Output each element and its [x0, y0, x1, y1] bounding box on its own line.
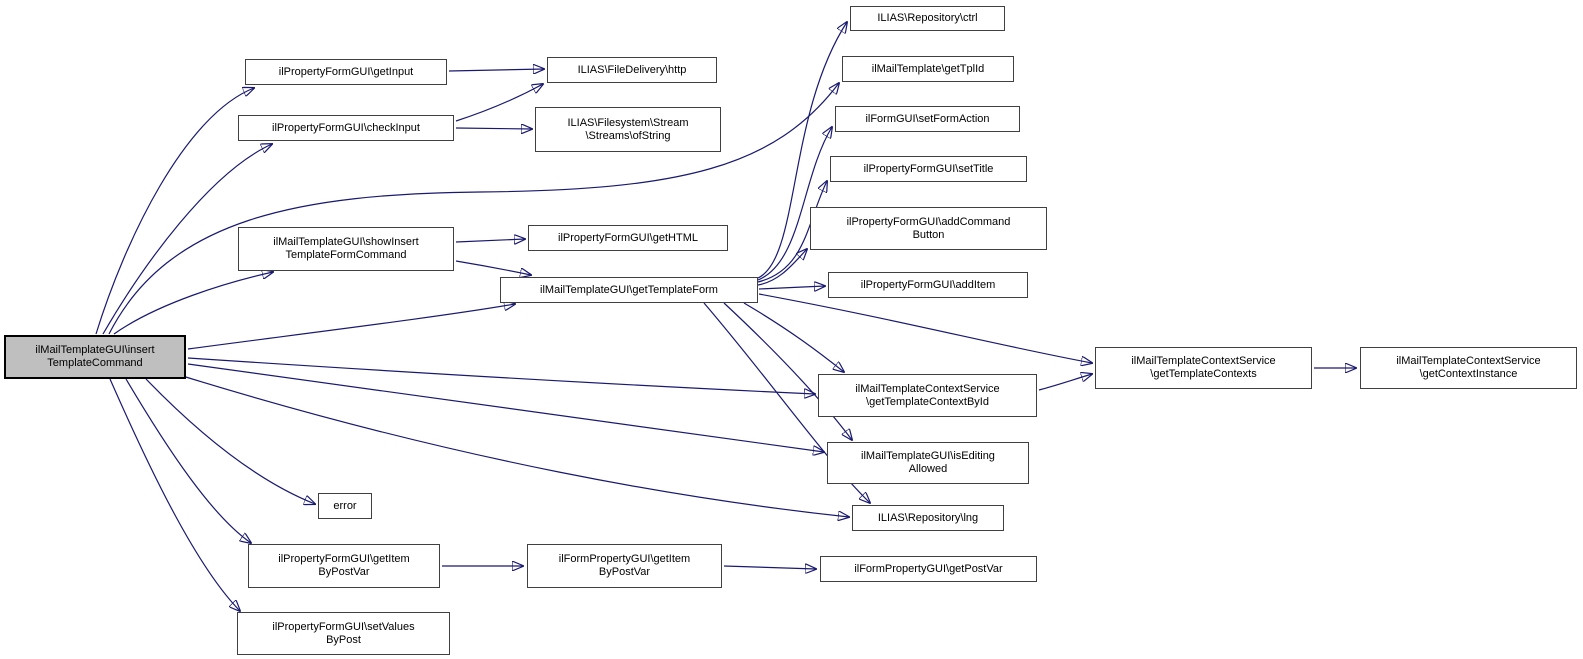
- node-set-title[interactable]: ilPropertyFormGUI\setTitle: [830, 156, 1027, 182]
- edge-getTemplateForm-setFormAction: [757, 127, 832, 281]
- node-streams-of-string[interactable]: ILIAS\Filesystem\Stream \Streams\ofStrin…: [535, 107, 721, 152]
- edge-checkInput-http: [455, 84, 543, 122]
- node-error[interactable]: error: [318, 493, 372, 519]
- node-get-input[interactable]: ilPropertyFormGUI\getInput: [245, 59, 447, 85]
- edge-insertTemplateCommand-getTplId: [108, 83, 839, 335]
- edge-getTemplateForm-getTemplateContexts: [758, 293, 1092, 363]
- edge-insertTemplateCommand-propGetItemByPostVar: [125, 378, 251, 543]
- edge-getTemplateForm-ctrl: [757, 22, 847, 279]
- node-get-template-context-by-id[interactable]: ilMailTemplateContextService \getTemplat…: [818, 374, 1037, 417]
- edge-insertTemplateCommand-getTemplateContextById: [187, 357, 815, 394]
- edge-getTemplateForm-getTemplateContextById: [743, 302, 844, 372]
- edge-getTemplateForm-isEditingAllowed: [723, 302, 852, 440]
- edge-insertTemplateCommand-showInsertTemplateFormCommand: [113, 272, 273, 335]
- node-get-post-var[interactable]: ilFormPropertyGUI\getPostVar: [820, 556, 1037, 582]
- node-get-template-form[interactable]: ilMailTemplateGUI\getTemplateForm: [500, 277, 758, 303]
- node-get-template-contexts[interactable]: ilMailTemplateContextService \getTemplat…: [1095, 347, 1312, 389]
- edge-insertTemplateCommand-getInput: [95, 88, 254, 335]
- node-add-item[interactable]: ilPropertyFormGUI\addItem: [828, 272, 1028, 298]
- node-get-html[interactable]: ilPropertyFormGUI\getHTML: [528, 225, 728, 251]
- node-form-property-get-item-by-post-var[interactable]: ilFormPropertyGUI\getItem ByPostVar: [527, 544, 722, 588]
- edge-insertTemplateCommand-checkInput: [102, 144, 272, 335]
- node-repository-lng[interactable]: ILIAS\Repository\lng: [852, 505, 1004, 531]
- edge-formGetItemByPostVar-getPostVar: [723, 566, 816, 569]
- node-property-form-get-item-by-post-var[interactable]: ilPropertyFormGUI\getItem ByPostVar: [248, 544, 440, 588]
- edge-insertTemplateCommand-error: [145, 378, 315, 504]
- edge-showInsertTemplateFormCommand-getHTML: [455, 239, 525, 242]
- edge-getTemplateForm-setTitle: [757, 181, 827, 283]
- edge-getTemplateContextById-getTemplateContexts: [1038, 374, 1092, 391]
- node-get-tpl-id[interactable]: ilMailTemplate\getTplId: [842, 56, 1014, 82]
- edge-getTemplateForm-addItem: [758, 286, 825, 289]
- edge-insertTemplateCommand-getTemplateForm: [187, 304, 515, 350]
- node-is-editing-allowed[interactable]: ilMailTemplateGUI\isEditing Allowed: [827, 442, 1029, 484]
- edge-showInsertTemplateFormCommand-getTemplateForm: [455, 260, 531, 275]
- edge-getTemplateForm-addCommandButton: [757, 249, 807, 286]
- node-file-delivery-http[interactable]: ILIAS\FileDelivery\http: [547, 57, 717, 83]
- edge-checkInput-ofString: [455, 128, 532, 129]
- node-set-form-action[interactable]: ilFormGUI\setFormAction: [835, 106, 1020, 132]
- node-add-command-button[interactable]: ilPropertyFormGUI\addCommand Button: [810, 207, 1047, 250]
- node-set-values-by-post[interactable]: ilPropertyFormGUI\setValues ByPost: [237, 612, 450, 655]
- node-check-input[interactable]: ilPropertyFormGUI\checkInput: [238, 115, 454, 141]
- node-get-context-instance[interactable]: ilMailTemplateContextService \getContext…: [1360, 347, 1577, 389]
- edge-getTemplateForm-lng: [703, 302, 870, 503]
- edge-getInput-http: [448, 69, 544, 71]
- node-insert-template-command[interactable]: ilMailTemplateGUI\insert TemplateCommand: [4, 335, 186, 379]
- edge-insertTemplateCommand-setValuesByPost: [109, 378, 240, 611]
- edge-insertTemplateCommand-lng: [175, 373, 849, 517]
- node-show-insert-template-form-command[interactable]: ilMailTemplateGUI\showInsert TemplateFor…: [238, 227, 454, 271]
- edge-insertTemplateCommand-isEditingAllowed: [187, 363, 824, 452]
- node-repository-ctrl[interactable]: ILIAS\Repository\ctrl: [850, 6, 1005, 31]
